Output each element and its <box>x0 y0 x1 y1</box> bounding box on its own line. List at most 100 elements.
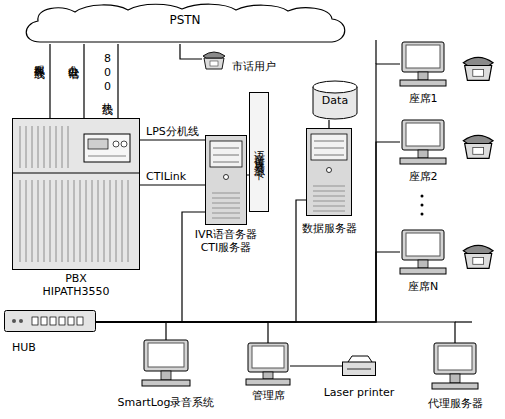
pbx-card <box>26 180 27 262</box>
node-outline <box>342 356 376 376</box>
node-label: Laser printer <box>309 386 409 399</box>
hub-port <box>77 317 83 325</box>
connector-line <box>180 44 202 59</box>
connector-line <box>290 365 342 366</box>
drive-bay <box>314 148 344 149</box>
server-panel <box>210 141 242 167</box>
phone-body <box>465 254 492 269</box>
pbx-panel-line <box>88 156 126 157</box>
pbx-knob <box>121 141 127 147</box>
node-outline <box>400 120 446 164</box>
node-label: 座席N <box>395 280 451 293</box>
bus-line <box>455 321 472 322</box>
connector-line <box>328 120 329 128</box>
cyl-node: Data <box>312 80 358 120</box>
pbx-card <box>68 180 69 262</box>
drive-bay <box>314 141 344 142</box>
pbx-card <box>104 180 105 262</box>
vent-line <box>212 218 240 219</box>
monitor-neck <box>263 372 273 379</box>
monitor-case <box>248 343 288 372</box>
pbx-card <box>98 180 99 262</box>
pbx-display <box>88 139 108 149</box>
pbx-panel <box>84 134 130 162</box>
computer-monitor <box>432 343 478 389</box>
node-label: 座席2 <box>395 170 451 183</box>
computer-monitor <box>400 120 446 164</box>
node-outline <box>246 343 290 385</box>
pbx-card <box>56 180 57 262</box>
pbx-card <box>38 180 39 262</box>
edge-label: 800热线 <box>99 52 113 96</box>
pbx-slot <box>50 126 51 168</box>
monitor-node: 代理服务器 <box>432 343 478 389</box>
resource-card <box>250 93 269 212</box>
monitor-base <box>400 158 446 164</box>
printer-paper <box>348 356 372 362</box>
pbx-card <box>128 180 129 262</box>
pbx-slot <box>38 126 39 168</box>
phone-keypad <box>473 148 484 155</box>
telephone-symbol <box>203 52 225 69</box>
printer-body <box>343 362 376 376</box>
hub-port <box>41 317 47 325</box>
monitor-screen <box>438 346 472 370</box>
hub-port <box>50 317 56 325</box>
phone-keypad <box>210 61 218 66</box>
phone-handset <box>203 52 225 58</box>
phone-keypad <box>473 70 484 77</box>
edge-label: LPS分机线 <box>146 126 199 138</box>
computer-monitor <box>400 42 446 86</box>
monitor-case <box>402 42 444 72</box>
pbx-card <box>32 180 33 262</box>
database-top <box>313 81 357 93</box>
node-label: 座席1 <box>395 92 451 105</box>
phone-body <box>465 66 492 81</box>
monitor-neck <box>450 374 460 383</box>
drive-bay <box>213 162 239 163</box>
printer-node: Laser printer <box>342 356 376 376</box>
server-panel <box>311 134 347 160</box>
vent-line <box>313 201 345 202</box>
server-tower <box>206 136 247 225</box>
telephone-symbol <box>463 135 493 158</box>
pbx-slot <box>62 126 63 168</box>
drive-bay <box>314 155 344 156</box>
card-node: 语音传真资源卡 <box>249 92 269 212</box>
computer-monitor <box>400 230 446 274</box>
vent-line <box>313 191 345 192</box>
computer-monitor <box>142 340 190 386</box>
node-outline <box>205 135 247 225</box>
pbx-slot <box>26 126 27 168</box>
node-outline <box>400 230 446 274</box>
monitor-screen <box>148 343 184 367</box>
server-case <box>206 136 247 225</box>
monitor-case <box>144 340 188 371</box>
edge-label: CTILink <box>146 171 186 183</box>
pbx-card <box>62 180 63 262</box>
monitor-case <box>402 120 444 150</box>
drive-bay <box>213 148 239 149</box>
node-outline <box>306 128 352 216</box>
hub-port <box>68 317 74 325</box>
pbx-node: PBX HIPATH3550 <box>12 118 140 270</box>
monitor-base <box>432 383 478 389</box>
monitor-screen <box>406 233 440 256</box>
pbx-card <box>122 180 123 262</box>
node-label: IVR语音务器 CTI服务器 <box>190 228 262 254</box>
pbx-card <box>20 180 21 262</box>
drive-bay <box>213 155 239 156</box>
node-label: 市话用户 <box>232 60 296 73</box>
monitor-base <box>246 379 290 385</box>
pbx-slot <box>44 126 45 168</box>
hub-light <box>12 319 16 323</box>
edge-label: 客服热线 <box>31 56 45 60</box>
pbx-card <box>80 180 81 262</box>
phone-handset <box>463 245 493 253</box>
phone-body <box>465 144 492 159</box>
monphone-node: 座席2 <box>400 120 446 164</box>
edge-label: 办公电话 <box>65 56 79 60</box>
monitor-neck <box>161 371 171 380</box>
pbx-slot <box>20 126 21 168</box>
connector-line <box>96 142 400 322</box>
